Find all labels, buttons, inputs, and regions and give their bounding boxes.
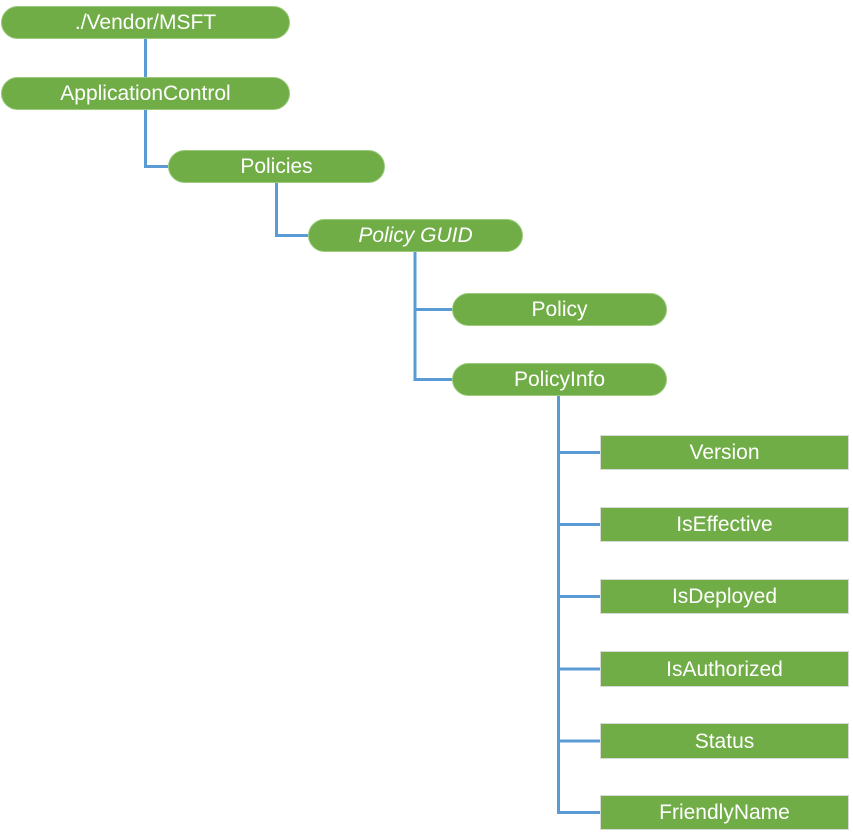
node-version: Version [600,435,849,470]
node-policy-info: PolicyInfo [452,363,667,396]
node-is-effective: IsEffective [600,507,849,542]
node-is-deployed: IsDeployed [600,579,849,614]
node-vendor-msft: ./Vendor/MSFT [1,6,290,39]
edge-policyguid-policyinfo [413,252,452,381]
node-policy-guid: Policy GUID [308,219,523,252]
node-friendly-name: FriendlyName [600,795,849,830]
edge-policies-policyguid [275,183,308,237]
node-policy: Policy [452,293,667,326]
node-is-authorized: IsAuthorized [600,651,849,687]
edge-applicationcontrol-policies [144,110,168,168]
node-application-control: ApplicationControl [1,77,290,110]
node-policies: Policies [168,150,385,183]
node-status: Status [600,723,849,759]
edge-policyinfo-friendlyname [557,396,600,814]
